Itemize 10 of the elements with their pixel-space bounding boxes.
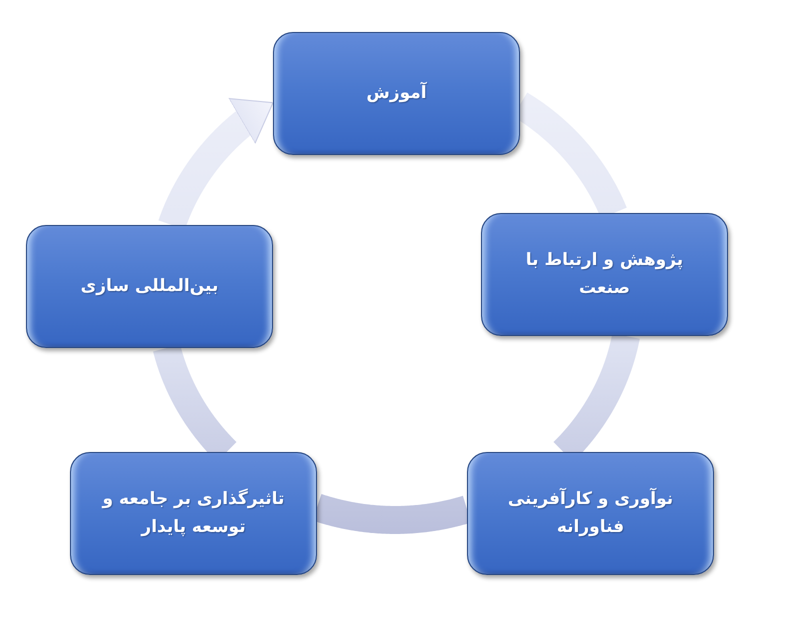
box-label: تاثیرگذاری بر جامعه و توسعه پایدار [100,488,286,538]
process-box [70,452,317,575]
process-box [481,213,728,336]
box-label: آموزش [366,80,427,105]
process-box [467,452,714,575]
process-box [273,32,520,155]
process-box [26,225,273,348]
box-label: بین‌المللی سازی [80,274,218,298]
box-label: پژوهش و ارتباط با صنعت [524,249,684,300]
box-label: نوآوری و کارآفرینی فناورانه [506,486,674,538]
